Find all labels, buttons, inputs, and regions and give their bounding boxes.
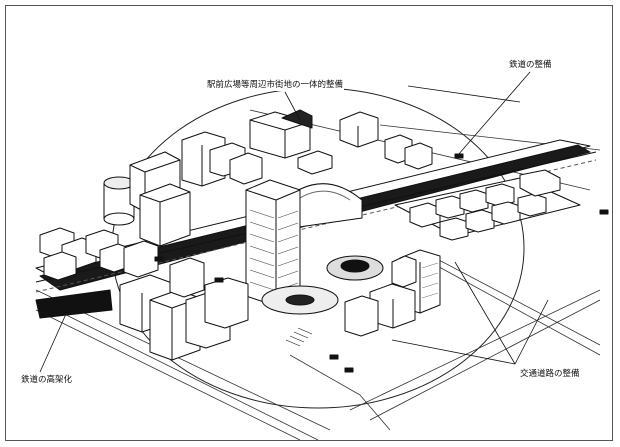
buildings-lower-left <box>120 241 248 360</box>
station-area-redevelopment-label: 駅前広場等周辺市街地の一体的整備 <box>206 80 344 91</box>
railway-improvement-label: 鉄道の整備 <box>508 60 553 71</box>
railway-elevation-label: 鉄道の高架化 <box>20 375 73 386</box>
buildings-upper-center <box>230 110 432 184</box>
crosswalk <box>286 328 312 346</box>
road-improvement-label: 交通道路の整備 <box>519 369 581 380</box>
